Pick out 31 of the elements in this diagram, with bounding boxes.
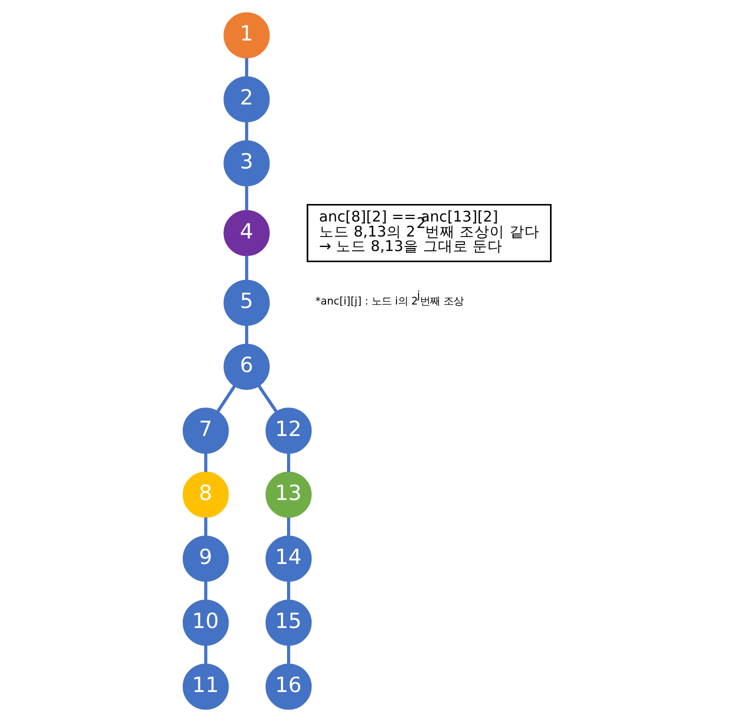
node-circle: 2 bbox=[223, 76, 270, 122]
node-circle: 9 bbox=[182, 536, 228, 582]
node-circle: 4 bbox=[223, 210, 270, 256]
connector bbox=[244, 256, 248, 280]
node-circle: 3 bbox=[223, 140, 270, 186]
node-circle: 10 bbox=[182, 600, 228, 646]
connector bbox=[286, 517, 290, 536]
node-circle: 11 bbox=[182, 664, 228, 710]
connector bbox=[257, 385, 277, 412]
connector bbox=[244, 325, 248, 344]
node-circle: 15 bbox=[265, 600, 312, 646]
node-circle: 5 bbox=[223, 280, 270, 326]
connector bbox=[286, 645, 290, 664]
node-circle: 8 bbox=[182, 472, 228, 518]
connector bbox=[286, 453, 290, 472]
connector bbox=[286, 581, 290, 600]
node-circle: 16 bbox=[265, 664, 312, 710]
connector bbox=[204, 517, 207, 536]
node-circle: 7 bbox=[182, 408, 228, 454]
connector bbox=[244, 186, 248, 210]
connector bbox=[216, 385, 236, 412]
connector bbox=[244, 58, 248, 77]
connector bbox=[204, 453, 207, 472]
node-circle: 12 bbox=[265, 408, 312, 454]
node-circle: 6 bbox=[223, 344, 270, 390]
node-circle: 1 bbox=[223, 12, 270, 58]
connector bbox=[244, 122, 248, 141]
node-circle: 13 bbox=[265, 472, 312, 518]
node-circle: 14 bbox=[265, 536, 312, 582]
connector bbox=[204, 581, 207, 600]
connector bbox=[204, 645, 207, 664]
